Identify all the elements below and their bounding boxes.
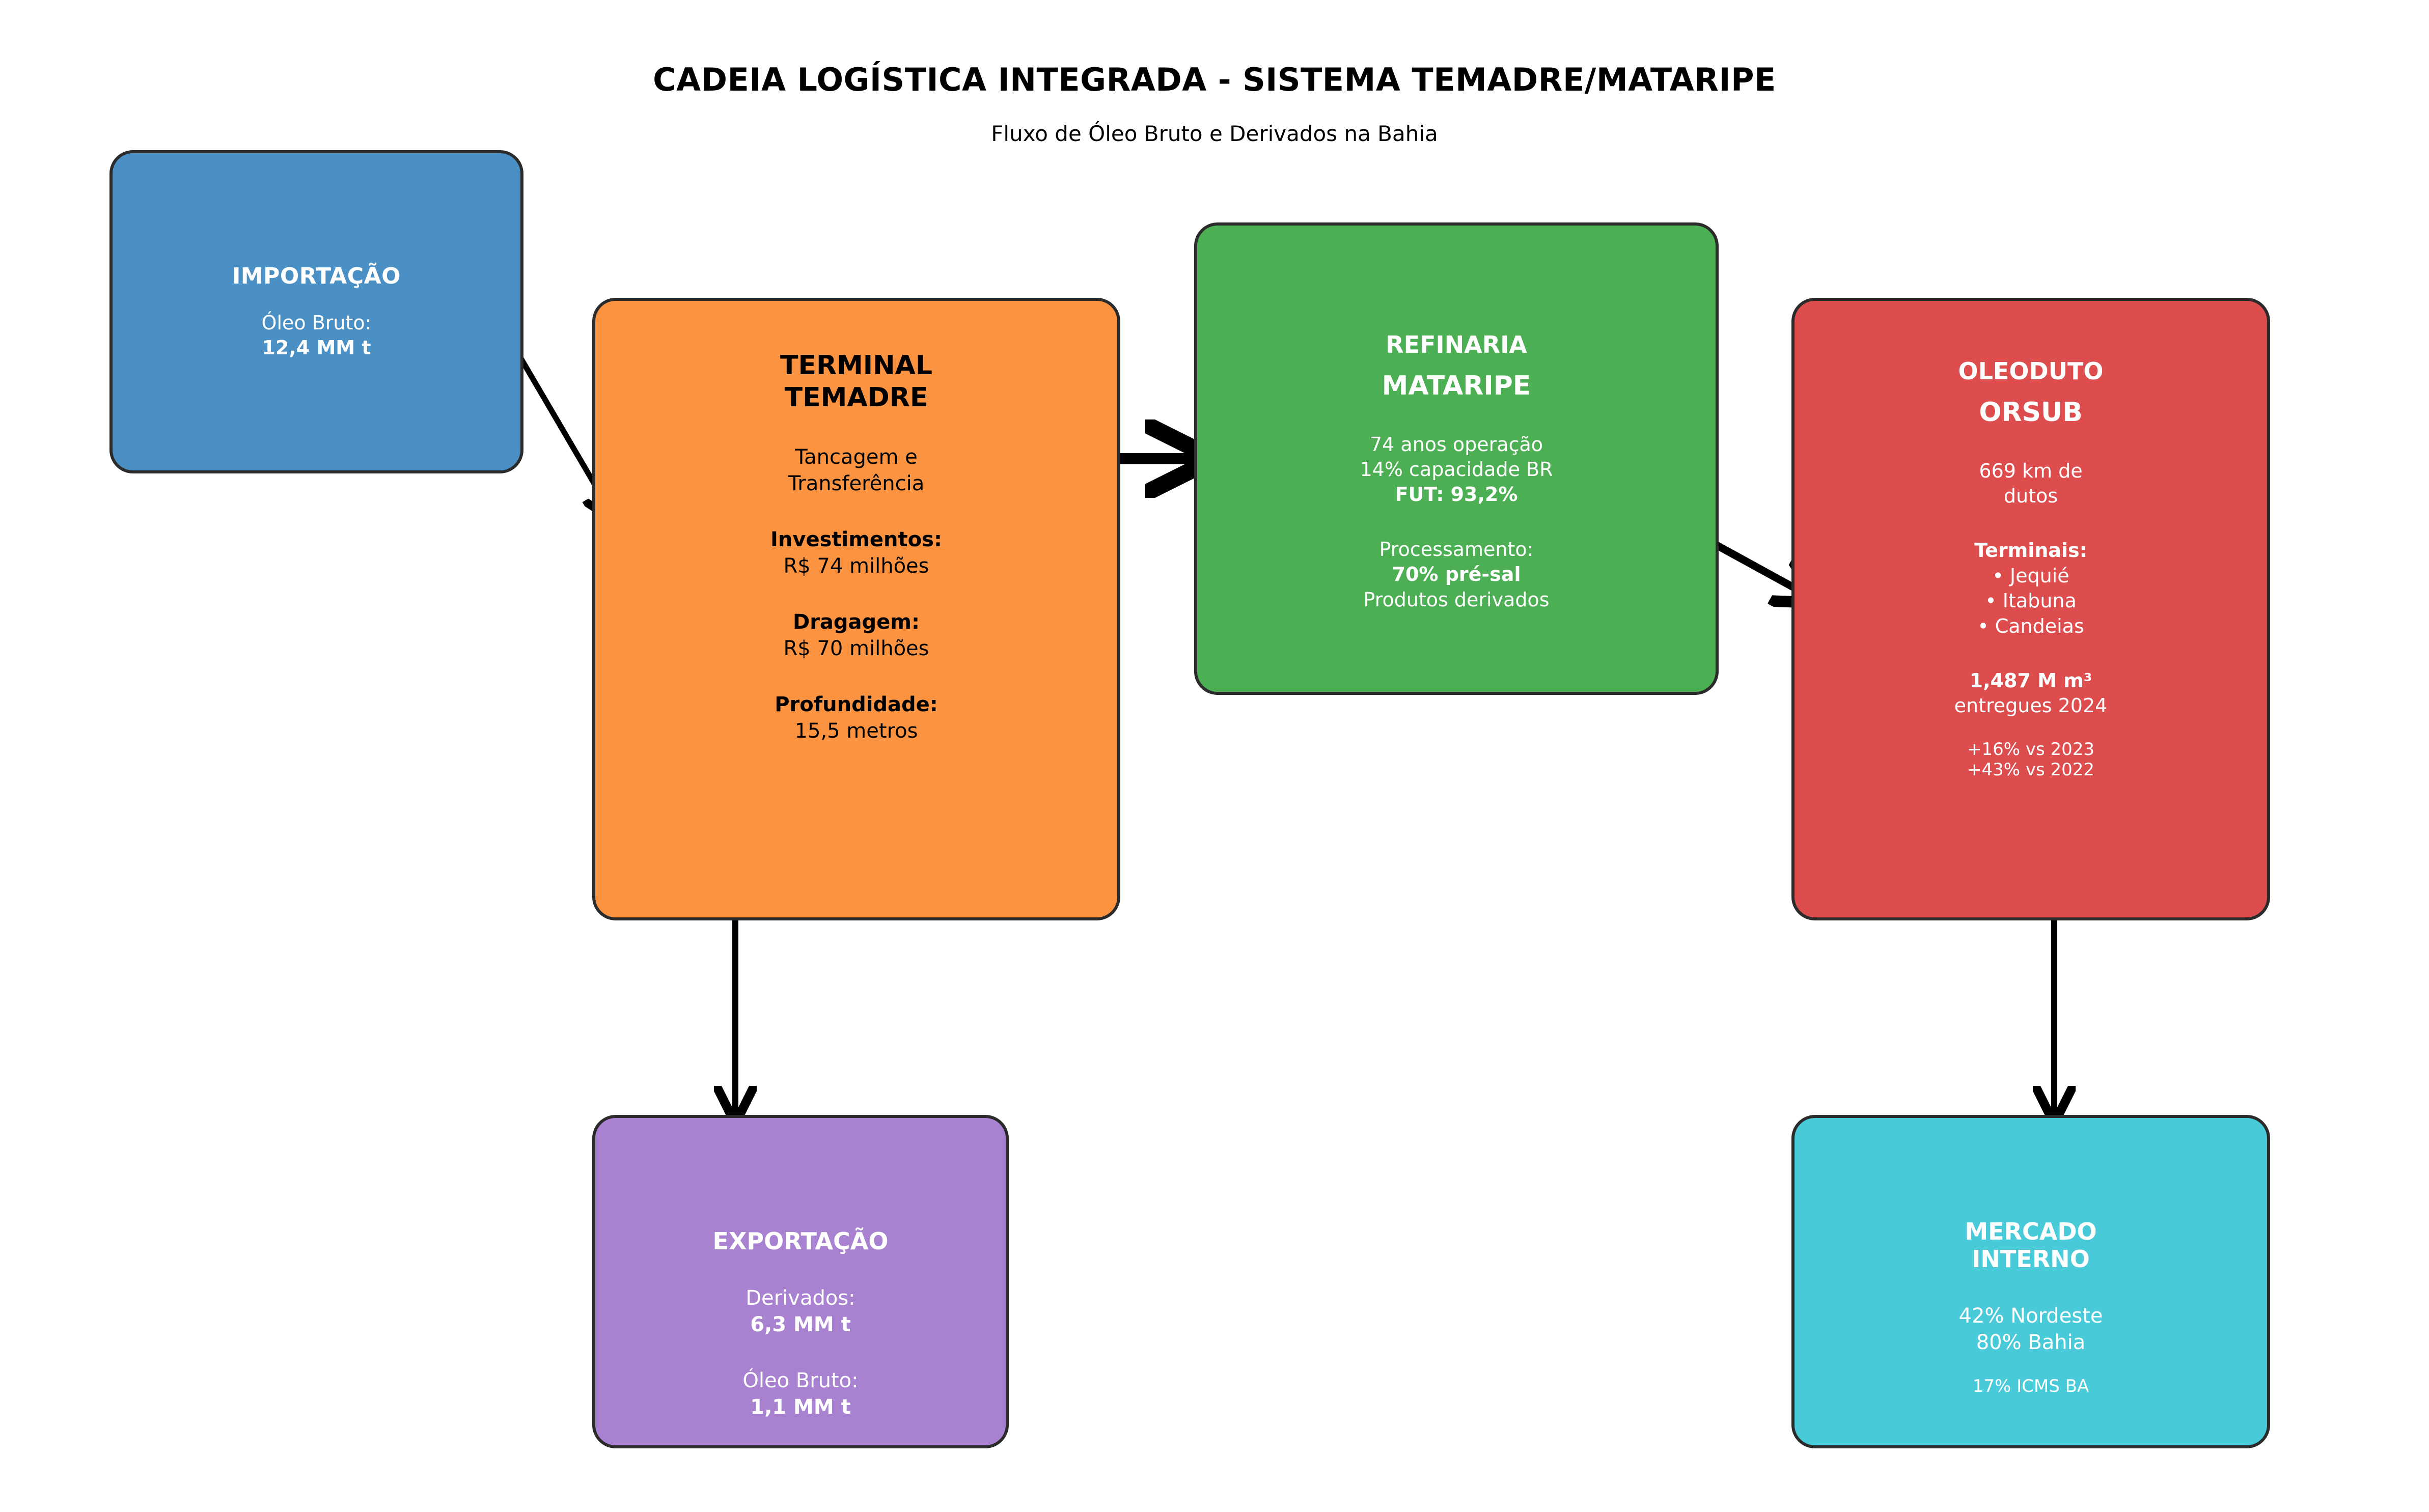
node-orsub-growth-2022: +43% vs 2022 (1967, 759, 2095, 780)
node-orsub-heading-line1: OLEODUTO (1958, 357, 2104, 385)
node-mataripe-heading-line2: MATARIPE (1382, 371, 1531, 402)
node-mercado-heading-line2: INTERNO (1972, 1245, 2090, 1273)
node-mataripe-stat-capacidade: 14% capacidade BR (1360, 458, 1553, 481)
node-mercado-interno[interactable]: MERCADO INTERNO 42% Nordeste 80% Bahia 1… (1791, 1115, 2270, 1448)
node-temadre-role-line1: Tancagem e (795, 445, 918, 469)
node-mataripe-stat-fut: FUT: 93,2% (1395, 483, 1518, 506)
node-orsub-extensao-line1: 669 km de (1979, 459, 2083, 482)
node-orsub-growth-2023: +16% vs 2023 (1967, 739, 2095, 760)
node-orsub-extensao-line2: dutos (2003, 484, 2058, 507)
page-subtitle: Fluxo de Óleo Bruto e Derivados na Bahia (991, 121, 1438, 146)
node-temadre-heading-line2: TEMADRE (784, 382, 928, 413)
node-mataripe-processamento-label: Processamento: (1379, 538, 1534, 561)
node-temadre-profundidade-label: Profundidade: (775, 692, 938, 716)
node-orsub-volume-value: 1,487 M m³ (1969, 669, 2092, 692)
node-importacao[interactable]: IMPORTAÇÃO Óleo Bruto: 12,4 MM t (109, 150, 523, 473)
node-refinaria-mataripe[interactable]: REFINARIA MATARIPE 74 anos operação 14% … (1194, 222, 1719, 695)
node-orsub-volume-note: entregues 2024 (1954, 694, 2108, 717)
node-temadre-role-line2: Transferência (788, 471, 925, 495)
node-oleoduto-orsub[interactable]: OLEODUTO ORSUB 669 km de dutos Terminais… (1791, 298, 2270, 920)
node-mercado-stat-nordeste: 42% Nordeste (1958, 1304, 2103, 1328)
node-exportacao-derivados-value: 6,3 MM t (750, 1313, 851, 1337)
node-mataripe-processamento-value: 70% pré-sal (1392, 563, 1521, 586)
node-temadre-heading-line1: TERMINAL (780, 350, 933, 381)
node-mercado-stat-bahia: 80% Bahia (1976, 1330, 2086, 1354)
node-terminal-temadre[interactable]: TERMINAL TEMADRE Tancagem e Transferênci… (592, 298, 1120, 920)
page-title: CADEIA LOGÍSTICA INTEGRADA - SISTEMA TEM… (653, 61, 1776, 98)
node-mercado-heading-line1: MERCADO (1965, 1218, 2097, 1245)
node-mercado-stat-icms: 17% ICMS BA (1972, 1376, 2089, 1396)
node-temadre-profundidade-value: 15,5 metros (794, 719, 918, 743)
node-exportacao-oleo-label: Óleo Bruto: (742, 1369, 859, 1393)
node-mataripe-stat-anos: 74 anos operação (1369, 433, 1543, 456)
node-importacao-heading: IMPORTAÇÃO (232, 263, 401, 290)
node-mataripe-processamento-note: Produtos derivados (1363, 588, 1550, 611)
node-orsub-terminal-item: • Candeias (1977, 614, 2084, 637)
node-exportacao-oleo-value: 1,1 MM t (750, 1395, 851, 1419)
node-temadre-dragagem-value: R$ 70 milhões (783, 636, 929, 660)
node-temadre-investimentos-value: R$ 74 milhões (783, 554, 929, 578)
node-temadre-investimentos-label: Investimentos: (770, 527, 942, 551)
node-orsub-terminal-item: • Jequié (1992, 564, 2069, 587)
node-orsub-terminal-item: • Itabuna (1985, 590, 2077, 612)
node-importacao-oleo-label: Óleo Bruto: (261, 311, 372, 334)
node-temadre-dragagem-label: Dragagem: (793, 610, 920, 634)
node-mataripe-heading-line1: REFINARIA (1386, 331, 1527, 358)
node-exportacao-heading: EXPORTAÇÃO (712, 1227, 889, 1255)
node-orsub-terminais-label: Terminais: (1974, 539, 2087, 562)
node-importacao-oleo-value: 12,4 MM t (262, 337, 371, 359)
node-exportacao-derivados-label: Derivados: (746, 1286, 855, 1310)
node-orsub-heading-line2: ORSUB (1979, 397, 2083, 428)
node-exportacao[interactable]: EXPORTAÇÃO Derivados: 6,3 MM t Óleo Brut… (592, 1115, 1009, 1448)
